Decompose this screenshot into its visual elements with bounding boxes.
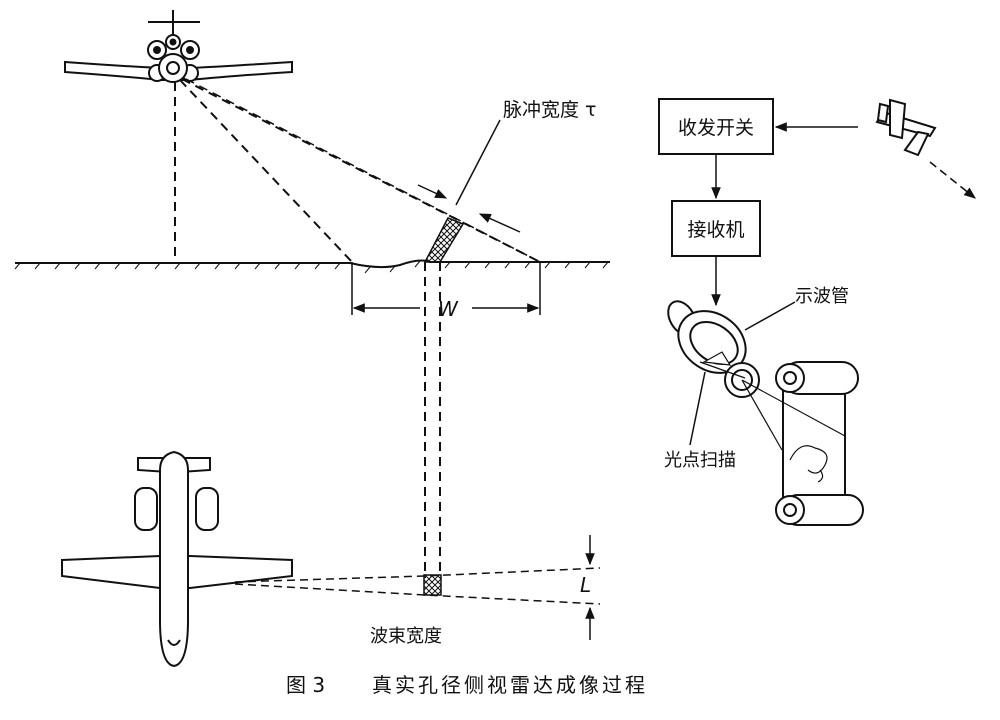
receiver-label: 接收机 [687,219,744,241]
aircraft-small-icon [875,98,937,157]
radar-beam-lines [174,78,541,263]
aircraft-top-view-icon [61,450,293,668]
spot-scan-leader [689,371,706,446]
oscilloscope-leader [744,301,796,331]
swath-width-dimension [351,262,541,315]
aircraft-front-view-icon [64,10,293,83]
projection-rays [699,361,846,451]
figure-number: 图 3 [286,673,325,697]
ground-surface [14,259,610,274]
pulse-width-indicator [417,119,521,263]
receiver-box: 接收机 [671,200,761,257]
beam-width-symbol: L [580,573,591,597]
pulse-width-label: 脉冲宽度 τ [503,99,596,121]
resolution-cell [423,574,442,596]
projection-lines [424,262,441,578]
film-recorder-icon [775,361,864,526]
tr-switch-label: 收发开关 [678,117,754,139]
spot-scan-label: 光点扫描 [664,450,736,471]
beam-width-label: 波束宽度 [370,626,442,647]
swath-width-label: W [438,297,459,321]
signal-arrows [711,122,976,307]
oscilloscope-tube-icon [667,300,760,398]
tr-switch-box: 收发开关 [658,98,774,155]
beam-width-lines [234,535,601,640]
oscilloscope-label: 示波管 [795,286,849,307]
figure-caption: 真实孔径侧视雷达成像过程 [372,673,648,697]
